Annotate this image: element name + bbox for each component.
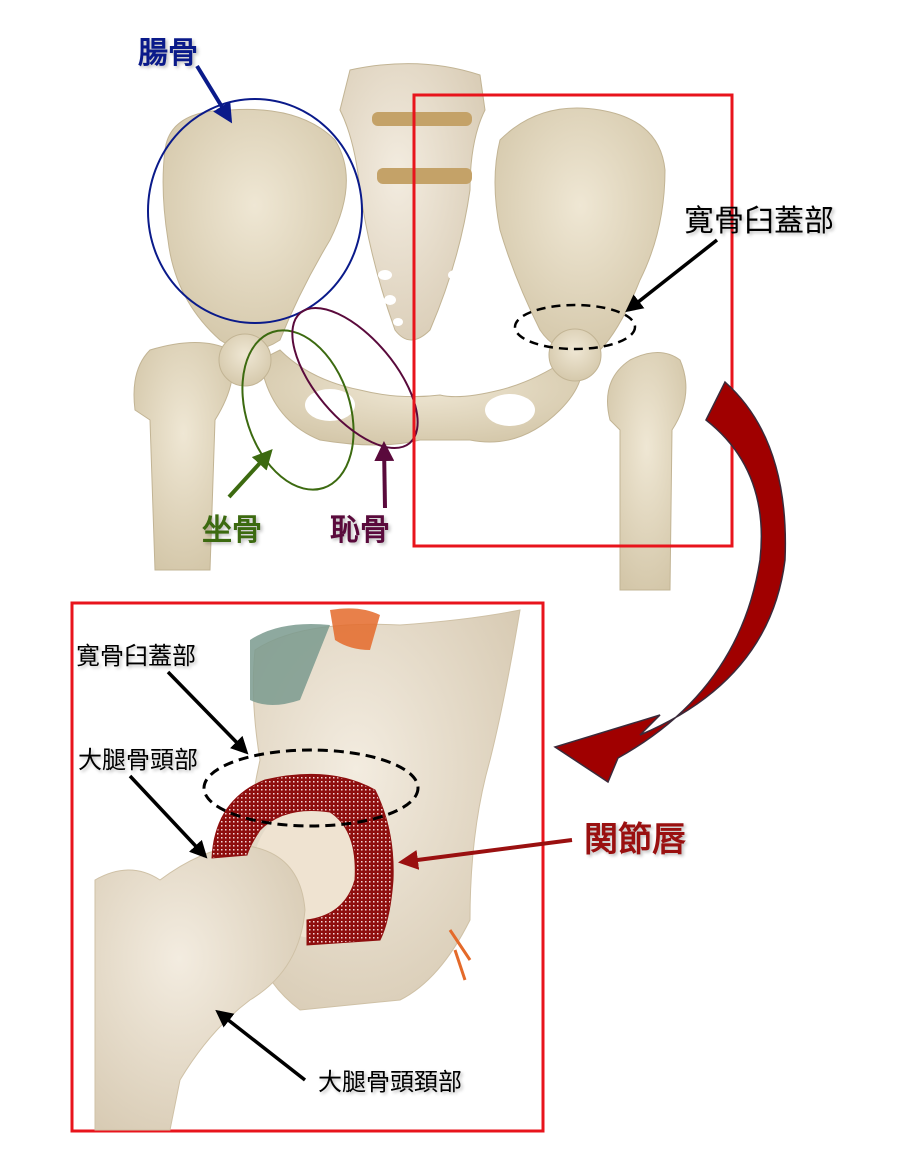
acetabular-roof-label-top: 寛骨臼蓋部 [684, 204, 834, 239]
femoral-head-arrow [128, 774, 208, 859]
acetabular-roof-outline-top [513, 303, 637, 351]
femoral-head-label: 大腿骨頭部 [78, 746, 198, 774]
labrum-arrow [398, 838, 573, 870]
acetabular-roof-label-inset: 寛骨臼蓋部 [76, 642, 196, 670]
acetabular-roof-arrow-top [625, 238, 719, 313]
femoral-neck-arrow [215, 1009, 307, 1082]
pubis-label: 恥骨 [330, 513, 390, 548]
ischium-arrow [227, 449, 273, 499]
labrum-shape [211, 773, 394, 946]
ilium-arrow [195, 64, 233, 124]
hip-highlight-box [412, 93, 734, 548]
pubis-arrow [374, 441, 395, 509]
femoral-neck-label: 大腿骨頭頚部 [318, 1068, 462, 1096]
ilium-label: 腸骨 [138, 36, 198, 71]
labrum-label: 関節唇 [584, 820, 686, 860]
ischium-label: 坐骨 [202, 513, 262, 548]
acetabular-roof-arrow-inset [166, 670, 249, 755]
ischium-outline [241, 329, 355, 491]
ilium-outline [147, 98, 363, 324]
acetabular-roof-outline-inset [202, 748, 420, 828]
curved-zoom-arrow [553, 380, 787, 784]
pubis-outline [291, 306, 419, 450]
